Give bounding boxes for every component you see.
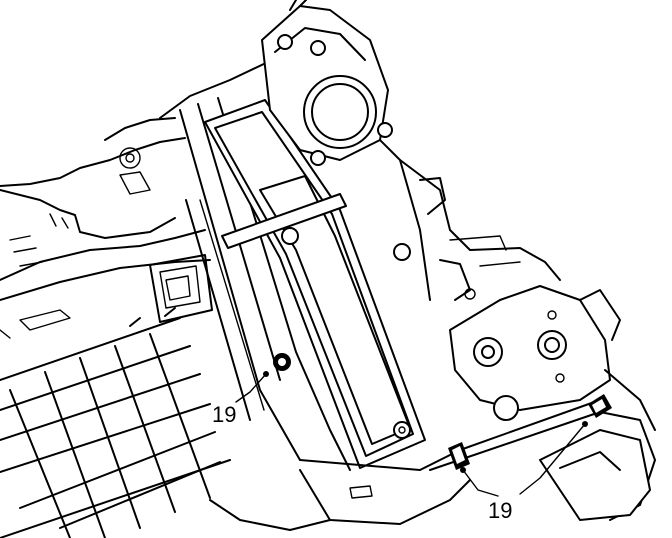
callout-19-right: 19 (488, 498, 512, 523)
right-housing (393, 159, 561, 301)
lower-bracket (299, 399, 656, 525)
fastener-left (273, 353, 291, 371)
crossbar (221, 193, 347, 249)
leader-lines (235, 371, 588, 497)
left-duct-housing (0, 117, 213, 339)
fastener-middle (448, 442, 470, 470)
right-bracket (449, 285, 656, 431)
bottom-edge (209, 499, 331, 531)
callout-19-left: 19 (212, 402, 236, 427)
grille-lattice (0, 307, 231, 538)
fastener-right (588, 394, 612, 418)
main-panel (204, 99, 426, 469)
top-actuator (261, 0, 431, 301)
